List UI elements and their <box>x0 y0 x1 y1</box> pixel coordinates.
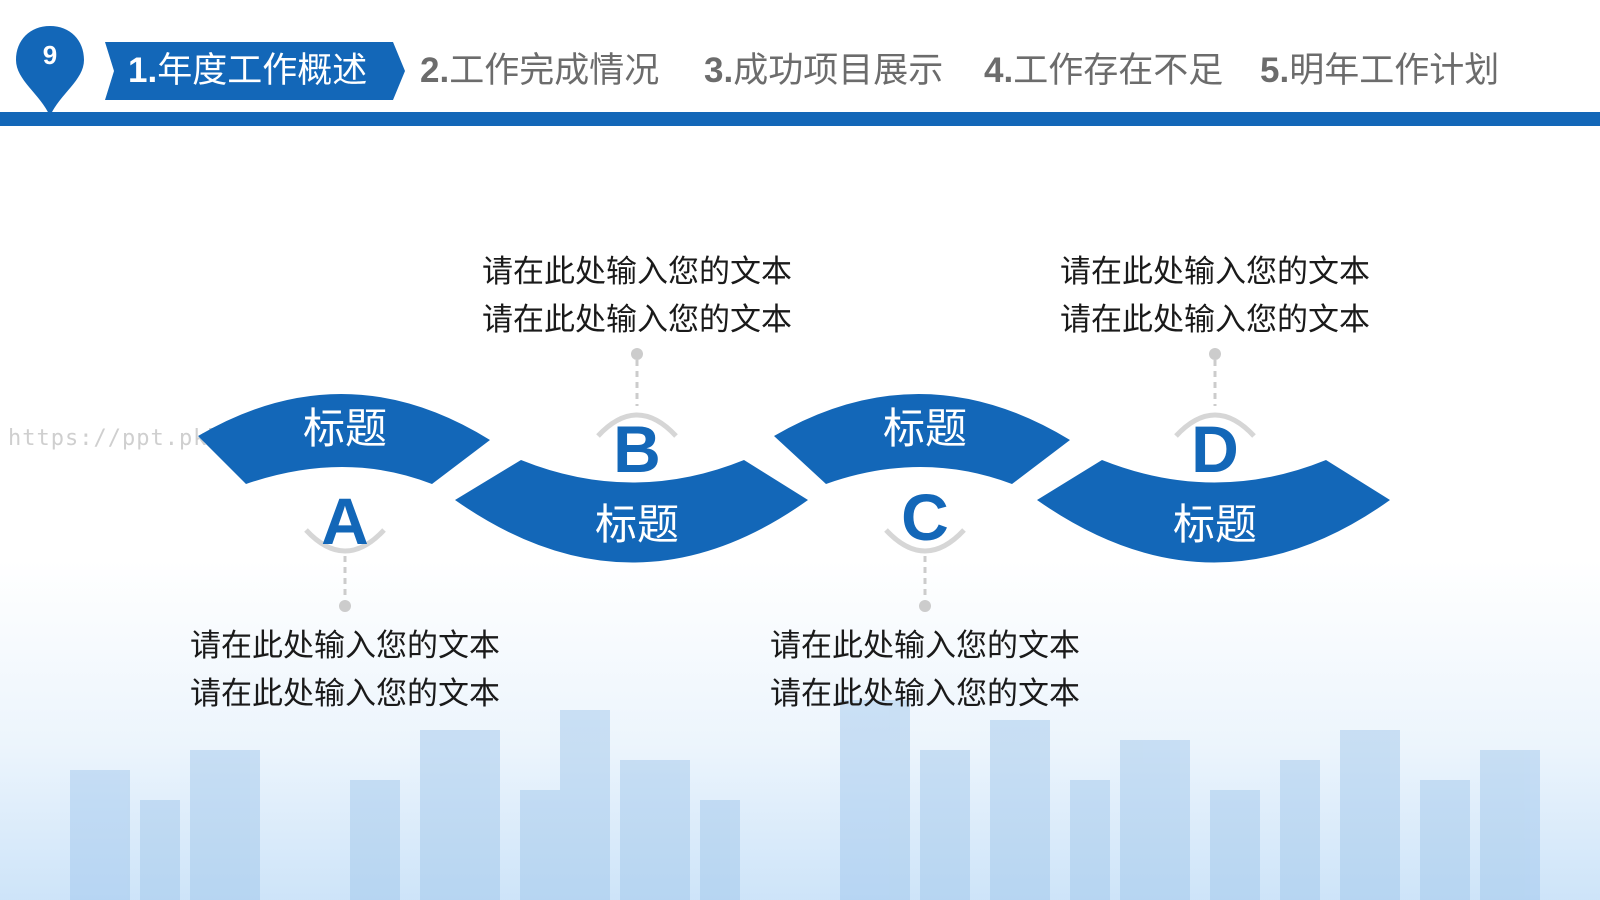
nav-item-4[interactable]: 4.工作存在不足 <box>984 46 1223 96</box>
nav-number: 4. <box>984 51 1014 90</box>
step-letter-a: A <box>321 484 369 558</box>
band-a-title: 标题 <box>302 404 387 453</box>
band-c-title: 标题 <box>882 404 967 453</box>
step-letter-d: D <box>1191 412 1239 486</box>
step-b-line-2: 请在此处输入您的文本 <box>482 302 792 338</box>
step-a-text: 请在此处输入您的文本 请在此处输入您的文本 <box>165 622 525 718</box>
step-letter-b: B <box>613 412 661 486</box>
nav-number: 5. <box>1260 51 1290 90</box>
step-c-text: 请在此处输入您的文本 请在此处输入您的文本 <box>745 622 1105 718</box>
nav-active-highlight <box>105 42 405 100</box>
nav-item-1[interactable]: 1.年度工作概述 <box>128 46 367 96</box>
nav-item-2[interactable]: 2.工作完成情况 <box>420 46 659 96</box>
step-c-line-1: 请在此处输入您的文本 <box>770 628 1080 664</box>
step-b-text: 请在此处输入您的文本 请在此处输入您的文本 <box>457 248 817 344</box>
page-number: 9 <box>42 40 58 70</box>
nav-label: 工作完成情况 <box>449 51 660 91</box>
step-b-line-1: 请在此处输入您的文本 <box>482 254 792 290</box>
nav-number: 2. <box>420 51 450 90</box>
connector-dot-d <box>1209 348 1221 360</box>
nav-item-5[interactable]: 5.明年工作计划 <box>1260 46 1499 96</box>
connector-dot-c <box>919 600 931 612</box>
step-a-line-2: 请在此处输入您的文本 <box>190 676 500 712</box>
nav-label: 明年工作计划 <box>1289 51 1500 91</box>
step-letter-c: C <box>901 480 949 554</box>
step-d-text: 请在此处输入您的文本 请在此处输入您的文本 <box>1035 248 1395 344</box>
nav-number: 3. <box>704 51 734 90</box>
band-a-shape <box>198 393 490 484</box>
step-d-line-1: 请在此处输入您的文本 <box>1060 254 1370 290</box>
nav-label: 工作存在不足 <box>1013 51 1224 91</box>
halo-arc-c <box>884 528 966 554</box>
halo-arc-a <box>304 528 386 554</box>
step-d-line-2: 请在此处输入您的文本 <box>1060 302 1370 338</box>
band-b-shape <box>455 460 808 563</box>
city-skyline-image <box>70 700 1540 900</box>
nav-label: 成功项目展示 <box>733 51 944 91</box>
band-d-title: 标题 <box>1172 500 1257 549</box>
connector-dot-b <box>631 348 643 360</box>
nav-label: 年度工作概述 <box>157 51 368 91</box>
nav-number: 1. <box>128 51 158 90</box>
band-d-shape <box>1037 460 1390 563</box>
step-a-line-1: 请在此处输入您的文本 <box>190 628 500 664</box>
connector-dot-a <box>339 600 351 612</box>
halo-arc-d <box>1174 412 1256 438</box>
band-c-shape <box>774 393 1070 484</box>
halo-arc-b <box>596 412 678 438</box>
background-gradient <box>0 560 1600 900</box>
nav-item-3[interactable]: 3.成功项目展示 <box>704 46 943 96</box>
step-c-line-2: 请在此处输入您的文本 <box>770 676 1080 712</box>
header-divider-bar <box>0 112 1600 126</box>
band-b-title: 标题 <box>594 500 679 549</box>
